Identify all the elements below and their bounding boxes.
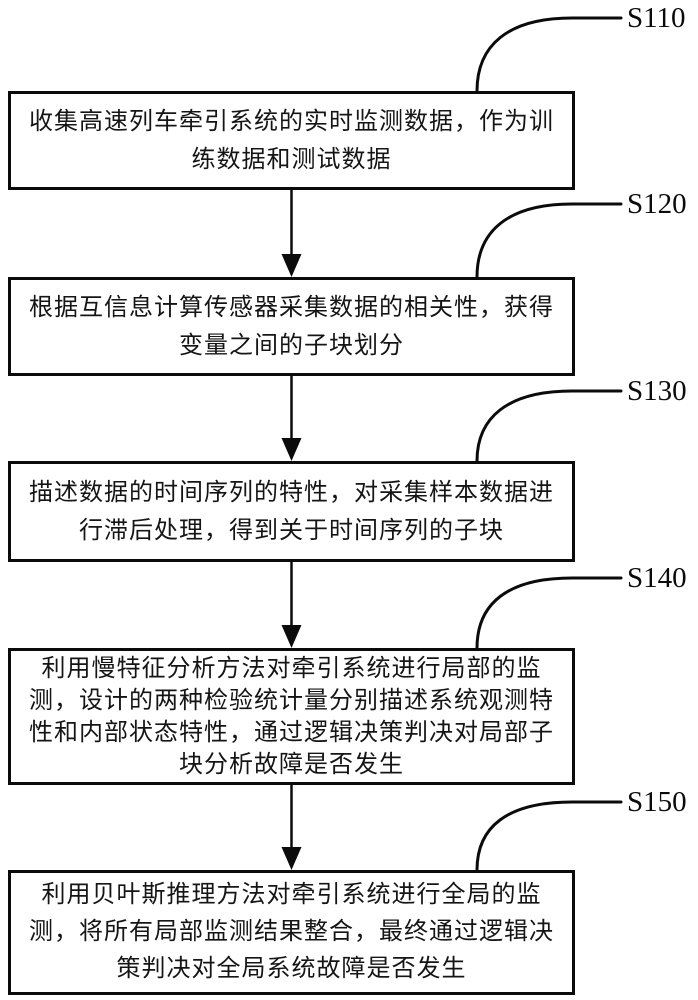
step-text-line: 收集高速列车牵引系统的实时监测数据，作为训 [29, 108, 554, 135]
step-label-s120: S120 [627, 188, 687, 220]
step-text-line: 性和内部状态特性，通过逻辑决策判决对局部子 [29, 719, 554, 746]
step-text-line: 块分析故障是否发生 [179, 751, 404, 778]
flow-arrowhead-4 [281, 847, 302, 870]
step-text-line: 测，设计的两种检验统计量分别描述系统观测特 [29, 687, 554, 714]
flow-arrowhead-1 [281, 254, 302, 277]
label-curve-s150 [475, 800, 623, 872]
label-curve-s120 [475, 202, 623, 279]
step-text-line: 测，将所有局部监测结果整合，最终通过逻辑决 [29, 919, 554, 945]
step-text-line: 利用慢特征分析方法对牵引系统进行局部的监 [41, 655, 542, 682]
flow-arrowhead-2 [281, 438, 302, 461]
step-label-s150: S150 [627, 786, 687, 818]
step-label-s130: S130 [627, 375, 687, 407]
step-text-line: 根据互信息计算传感器采集数据的相关性，获得 [29, 294, 554, 321]
label-curve-s130 [475, 389, 623, 463]
step-text-line: 描述数据的时间序列的特性，对采集样本数据进 [29, 479, 554, 506]
flow-step-box-s130: 描述数据的时间序列的特性，对采集样本数据进 行滞后处理，得到关于时间序列的子块 [8, 461, 575, 562]
flow-step-box-s150: 利用贝叶斯推理方法对牵引系统进行全局的监 测，将所有局部监测结果整合，最终通过逻… [8, 870, 575, 995]
flow-step-box-s140: 利用慢特征分析方法对牵引系统进行局部的监 测，设计的两种检验统计量分别描述系统观… [8, 648, 575, 785]
step-label-s110: S110 [627, 2, 686, 34]
step-text-line: 行滞后处理，得到关于时间序列的子块 [79, 517, 504, 544]
step-text-line: 利用贝叶斯推理方法对牵引系统进行全局的监 [41, 882, 542, 908]
step-label-s140: S140 [627, 562, 687, 594]
flow-step-box-s120: 根据互信息计算传感器采集数据的相关性，获得 变量之间的子块划分 [8, 277, 575, 376]
label-curve-s140 [475, 576, 623, 650]
step-text-line: 变量之间的子块划分 [179, 332, 404, 359]
flow-arrowhead-3 [281, 625, 302, 648]
step-text-line: 练数据和测试数据 [191, 146, 392, 173]
step-text-line: 策判决对全局系统故障是否发生 [116, 956, 467, 982]
label-curve-s110 [475, 16, 623, 93]
flow-step-box-s110: 收集高速列车牵引系统的实时监测数据，作为训 练数据和测试数据 [8, 91, 575, 190]
